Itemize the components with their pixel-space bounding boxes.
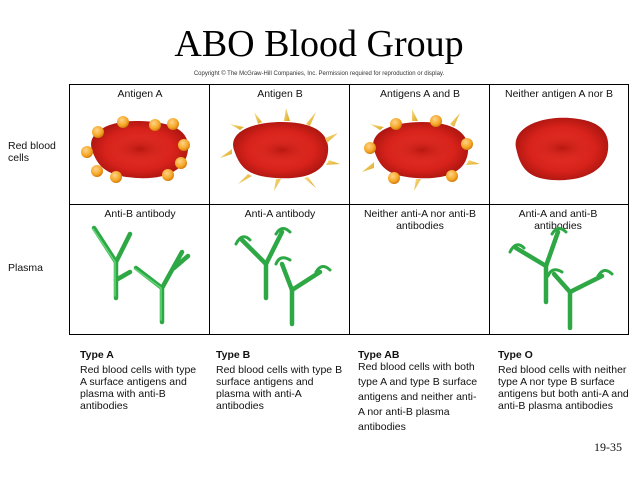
grid-line-col-3 [489,84,490,335]
rbc-type-ab-drawing [362,109,480,191]
type-ab-title: Type AB [358,349,400,361]
page-number: 19-35 [594,440,622,454]
anti-a-and-anti-b-antibody-drawing [508,227,614,330]
type-b-description: Red blood cells with type B surface anti… [216,364,343,412]
row-label-red-blood-cells: Red blood cells [8,140,56,164]
anti-a-antibodies [210,220,350,330]
red-blood-cell-type-b [210,100,350,200]
antibody-label-type-ab: Neither anti-A nor anti-B antibodies [363,208,477,232]
antibody-label-type-o: Anti-A and anti-B antibodies [518,208,598,232]
anti-a-and-anti-b-antibodies [490,220,630,330]
red-blood-cell-type-o [490,100,630,200]
antibody-label-type-b: Anti-A antibody [244,208,316,220]
type-o-description: Red blood cells with neither type A nor … [498,364,629,412]
type-a-description: Red blood cells with type A surface anti… [80,364,197,412]
antigen-label-type-o: Neither antigen A nor B [505,88,613,100]
antigen-label-type-ab: Antigens A and B [380,88,460,100]
grid-line-col-4 [628,84,629,335]
type-a-title: Type A [80,349,114,361]
type-o-title: Type O [498,349,533,361]
row-label-plasma: Plasma [8,262,44,274]
anti-b-antibodies [70,220,210,330]
type-b-title: Type B [216,349,251,361]
antigen-label-type-a: Antigen A [117,88,163,100]
copyright-notice: Copyright © The McGraw-Hill Companies, I… [193,71,445,77]
page-title: ABO Blood Group [174,23,464,65]
rbc-type-o-drawing [515,117,609,181]
row-label-text: Red blood cells [8,140,56,164]
anti-b-antibody-drawing [91,225,191,325]
red-blood-cell-type-a [70,100,210,200]
anti-a-antibody-drawing [234,227,332,327]
grid-line-col-2 [349,84,350,335]
rbc-type-a-drawing [81,116,190,183]
antibody-label-type-a: Anti-B antibody [104,208,176,220]
red-blood-cell-type-ab [350,100,490,200]
grid-line-col-0 [69,84,70,335]
type-ab-description: Red blood cells with both type A and typ… [358,361,478,433]
grid-line-col-1 [209,84,210,335]
rbc-type-b-drawing [220,108,340,191]
antigen-label-type-b: Antigen B [257,88,303,100]
